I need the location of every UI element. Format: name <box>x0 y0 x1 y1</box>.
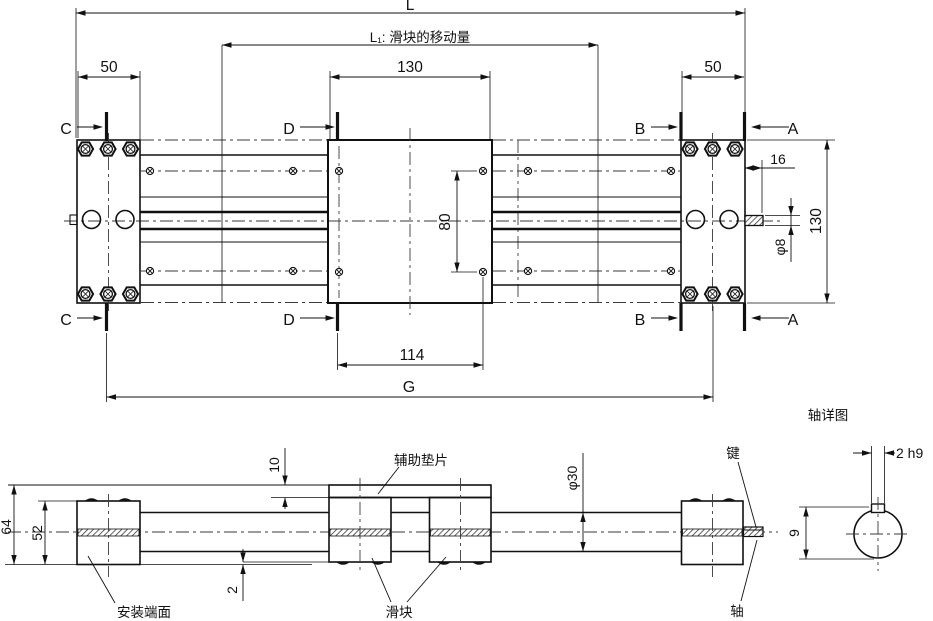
section-B-top: B <box>635 121 646 138</box>
hex-bolt <box>76 141 95 157</box>
dim-50-left: 50 <box>77 59 141 154</box>
dim-130-right-label: 130 <box>808 208 825 234</box>
dim-phi8-label: φ8 <box>772 238 788 255</box>
dim-16-label: 16 <box>770 151 786 167</box>
dim-9-label: 9 <box>786 529 802 537</box>
dim-130-top-label: 130 <box>397 59 423 76</box>
dim-64: 64 <box>0 485 77 565</box>
dim-phi30-label: φ30 <box>564 465 580 490</box>
left-end-block <box>76 494 141 577</box>
dim-2h9: 2 h9 <box>853 445 923 503</box>
dim-130-right: 130 <box>747 139 835 304</box>
section-A-bottom: A <box>788 312 799 329</box>
side-view: 64 52 10 2 <box>0 446 778 620</box>
section-D-top: D <box>283 121 295 138</box>
section-C-bottom: C <box>60 312 72 329</box>
section-C-top: C <box>60 121 72 138</box>
dim-L-label: L <box>406 0 415 14</box>
dim-2: 2 <box>139 549 331 601</box>
dim-2-label: 2 <box>224 586 240 594</box>
slider-block <box>327 128 493 315</box>
dim-10-label: 10 <box>266 457 282 473</box>
dim-50-right: 50 <box>681 59 744 138</box>
section-marks: C D B A C D B A <box>60 112 799 331</box>
section-B-bottom: B <box>635 312 646 329</box>
dim-10: 10 <box>266 448 331 509</box>
dim-80-label: 80 <box>437 213 454 231</box>
slider-screw <box>334 166 344 176</box>
dim-phi30: φ30 <box>564 453 586 552</box>
rail-body <box>140 154 681 286</box>
aux-shim-label: 辅助垫片 <box>394 453 448 468</box>
dim-L1-label: L₁: 滑块的移动量 <box>370 30 471 45</box>
dim-114-label: 114 <box>400 347 425 364</box>
section-D-bottom: D <box>283 312 295 329</box>
rail-screw <box>145 166 155 176</box>
dim-2h9-label: 2 h9 <box>896 445 923 461</box>
dim-50-left-label: 50 <box>100 59 118 76</box>
shaft-label: 轴 <box>730 604 744 619</box>
dim-9: 9 <box>786 506 874 560</box>
mount-face-label: 安装端面 <box>117 605 171 620</box>
left-end-plate <box>69 133 141 311</box>
plan-view: L L₁: 滑块的移动量 50 130 <box>60 0 835 402</box>
dim-80: 80 <box>437 170 477 273</box>
shaft-detail-title: 轴详图 <box>808 408 849 423</box>
aux-shim-plate <box>328 484 492 499</box>
dim-50-right-label: 50 <box>704 59 722 76</box>
shaft-detail-view: 轴详图 9 2 h9 <box>786 408 923 571</box>
dim-52: 52 <box>29 500 77 565</box>
section-A-top: A <box>788 121 799 138</box>
dim-64-label: 64 <box>0 519 14 535</box>
dim-phi8: φ8 <box>765 198 800 262</box>
left-plate-stub <box>69 214 78 226</box>
dim-114: 114 <box>337 277 484 370</box>
dim-G-label: G <box>403 379 415 396</box>
key-label: 键 <box>726 446 740 461</box>
dim-52-label: 52 <box>29 525 45 541</box>
right-end-plate <box>680 133 764 311</box>
output-shaft-stub <box>744 214 764 227</box>
side-shaft-stub <box>742 526 764 538</box>
guide-shaft-end <box>81 209 102 230</box>
dim-16: 16 <box>744 151 795 213</box>
dim-130-top: 130 <box>329 59 491 139</box>
dim-G: G <box>106 306 714 402</box>
right-end-block <box>680 494 764 577</box>
slider-label: 滑块 <box>386 605 413 620</box>
slider-side <box>328 478 492 571</box>
dim-L1: L₁: 滑块的移动量 <box>222 30 598 48</box>
